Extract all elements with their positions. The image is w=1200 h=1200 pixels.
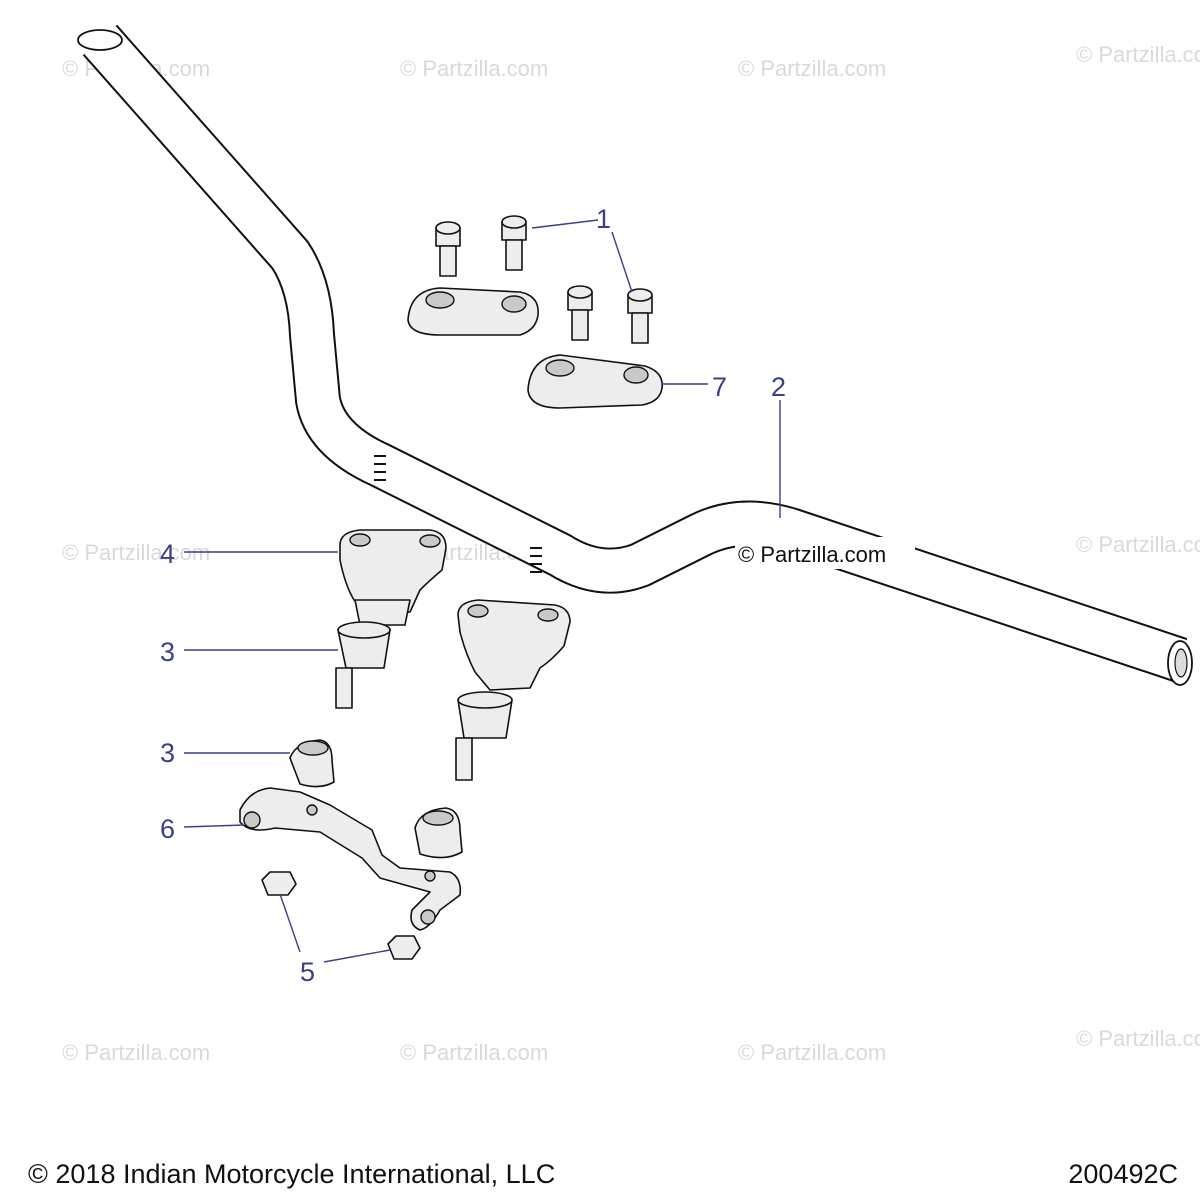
callout-4: 4 [160, 539, 175, 569]
callout-5: 5 [300, 957, 315, 987]
nut [261, 871, 297, 896]
leader-line-1b [611, 231, 633, 293]
copyright-notice: © 2018 Indian Motorcycle International, … [28, 1159, 556, 1189]
upper-clamp [407, 287, 539, 336]
callout-6: 6 [160, 814, 175, 844]
callout-3-lower: 3 [160, 738, 175, 768]
watermark-on-part: © Partzilla.com [738, 542, 886, 567]
callouts: 1 2 3 3 4 5 6 7 [160, 204, 786, 987]
watermark: © Partzilla.com [738, 56, 886, 81]
watermark: © Partzilla.com [400, 1040, 548, 1065]
bolt [501, 215, 527, 271]
lower-bushing [289, 739, 335, 788]
callout-7: 7 [712, 372, 727, 402]
watermark: © Partzilla.com [62, 1040, 210, 1065]
bushing [335, 621, 391, 709]
handlebar: © Partzilla.com [77, 24, 1193, 686]
bushing [455, 691, 513, 781]
riser [339, 529, 447, 626]
callout-3-upper: 3 [160, 637, 175, 667]
knurl-marks [374, 455, 542, 573]
leader-line-5a [279, 893, 301, 953]
callout-1: 1 [596, 204, 611, 234]
watermark: © Partzilla.com [738, 1040, 886, 1065]
leader-line-1a [531, 219, 599, 229]
leader-line-6 [183, 824, 245, 828]
leader-line-5b [323, 949, 391, 963]
lower-bushing [414, 807, 463, 859]
watermark: © Partzilla.com [400, 56, 548, 81]
bracket [239, 787, 462, 931]
upper-clamp [527, 354, 663, 409]
watermark: © Partzilla.com [1076, 1026, 1200, 1051]
drawing-number: 200492C [1068, 1159, 1178, 1189]
riser [457, 599, 571, 691]
watermark: © Partzilla.com [1076, 532, 1200, 557]
leader-lines [183, 219, 781, 963]
bolt [567, 285, 593, 341]
watermark: © Partzilla.com [1076, 42, 1200, 67]
bolt [435, 221, 461, 277]
callout-2: 2 [771, 372, 786, 402]
bolt [627, 288, 653, 344]
nut [387, 935, 421, 960]
